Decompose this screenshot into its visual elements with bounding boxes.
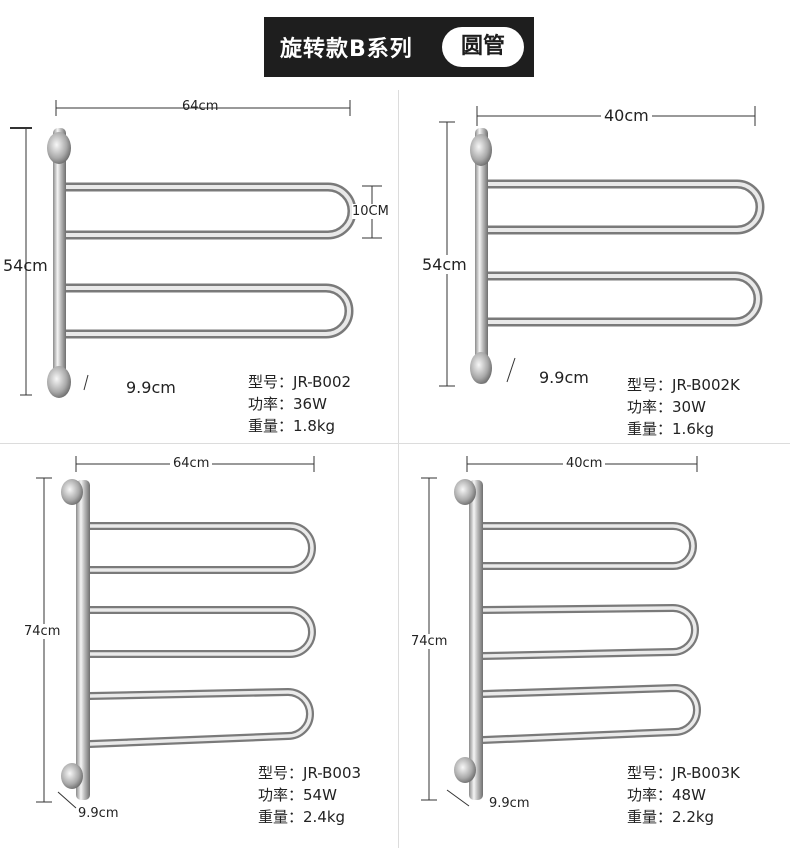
spec-block: 型号：JR-B003 功率：54W 重量：2.4kg (258, 762, 361, 828)
model-value: JR-B003K (672, 764, 740, 782)
model-value: JR-B003 (303, 764, 362, 782)
model-value: JR-B002K (672, 376, 740, 394)
model-value: JR-B002 (293, 373, 352, 391)
width-dimension: 64cm (170, 456, 213, 471)
weight-label: 重量： (258, 808, 304, 826)
product-panel-jr-b002: 64cm 54cm 10CM 9.9cm 型号：JR-B002 功率：36W 重… (0, 90, 398, 443)
width-dimension: 40cm (563, 456, 606, 471)
height-dimension: 54cm (3, 256, 48, 275)
weight-value: 2.4kg (303, 808, 346, 826)
product-panel-jr-b003: 64cm 74cm 9.9cm 型号：JR-B003 功率：54W 重量：2.4… (0, 444, 398, 848)
power-value: 36W (293, 395, 327, 413)
spec-block: 型号：JR-B002 功率：36W 重量：1.8kg (248, 371, 351, 437)
model-label: 型号： (627, 764, 673, 782)
weight-value: 2.2kg (672, 808, 715, 826)
depth-dimension: 9.9cm (126, 378, 176, 397)
spec-block: 型号：JR-B002K 功率：30W 重量：1.6kg (627, 374, 740, 440)
spec-block: 型号：JR-B003K 功率：48W 重量：2.2kg (627, 762, 740, 828)
depth-dimension: 9.9cm (489, 796, 530, 811)
tube-type-badge: 圆管 (442, 27, 524, 67)
height-dimension: 54cm (422, 255, 467, 274)
model-label: 型号： (627, 376, 673, 394)
power-value: 30W (672, 398, 706, 416)
product-panel-jr-b002k: 40cm 54cm 9.9cm 型号：JR-B002K 功率：30W 重量：1.… (399, 90, 790, 443)
bar-gap-dimension: 10CM (352, 204, 389, 219)
power-value: 54W (303, 786, 337, 804)
power-value: 48W (672, 786, 706, 804)
height-dimension: 74cm (411, 634, 448, 649)
power-label: 功率： (627, 398, 673, 416)
weight-value: 1.6kg (672, 420, 715, 438)
horizontal-divider (0, 443, 790, 444)
power-label: 功率： (258, 786, 304, 804)
vertical-divider (398, 90, 399, 848)
series-banner: 旋转款B系列 圆管 (264, 17, 534, 77)
width-dimension: 64cm (182, 99, 219, 114)
weight-label: 重量： (627, 808, 673, 826)
towel-rack-3-bar-wide-illustration (36, 456, 316, 809)
depth-dimension: 9.9cm (539, 368, 589, 387)
depth-dimension: 9.9cm (78, 806, 119, 821)
weight-value: 1.8kg (293, 417, 336, 435)
weight-label: 重量： (627, 420, 673, 438)
model-label: 型号： (258, 764, 304, 782)
model-label: 型号： (248, 373, 294, 391)
width-dimension: 40cm (601, 106, 652, 125)
height-dimension: 74cm (24, 624, 61, 639)
power-label: 功率： (248, 395, 294, 413)
power-label: 功率： (627, 786, 673, 804)
series-title: 旋转款B系列 (280, 37, 413, 62)
weight-label: 重量： (248, 417, 294, 435)
towel-rack-2-bar-narrow-illustration (439, 106, 765, 387)
towel-rack-2-bar-wide-illustration (10, 100, 382, 398)
product-panel-jr-b003k: 40cm 74cm 9.9cm 型号：JR-B003K 功率：48W 重量：2.… (399, 444, 790, 848)
towel-rack-3-bar-narrow-illustration (421, 456, 701, 807)
